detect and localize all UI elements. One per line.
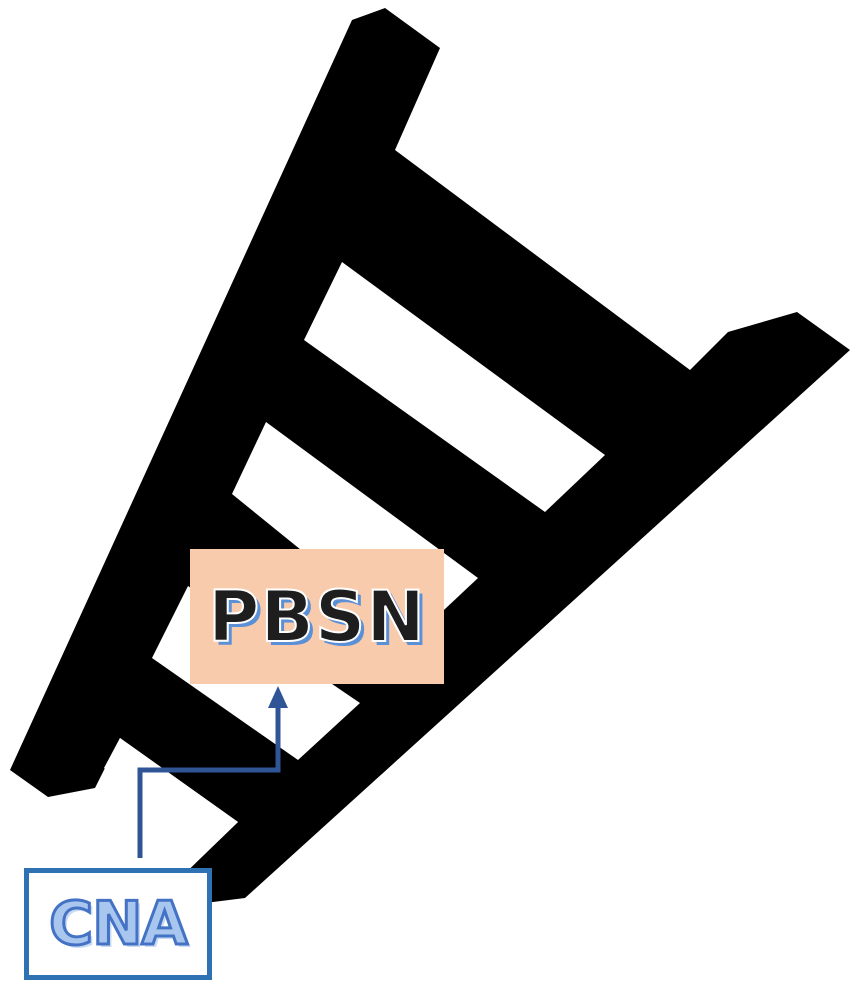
cna-label: CNA [48, 889, 190, 959]
arrowhead [268, 686, 288, 708]
cna-to-pbsn-arrow [137, 706, 281, 858]
cna-node: CNA [24, 868, 212, 980]
ladder-gap-4 [104, 738, 238, 845]
pbsn-label: PBSN [207, 575, 426, 658]
ladder-gap-1 [304, 262, 605, 512]
pbsn-node: PBSN [190, 549, 444, 684]
pbsn-box-fill [190, 549, 444, 684]
